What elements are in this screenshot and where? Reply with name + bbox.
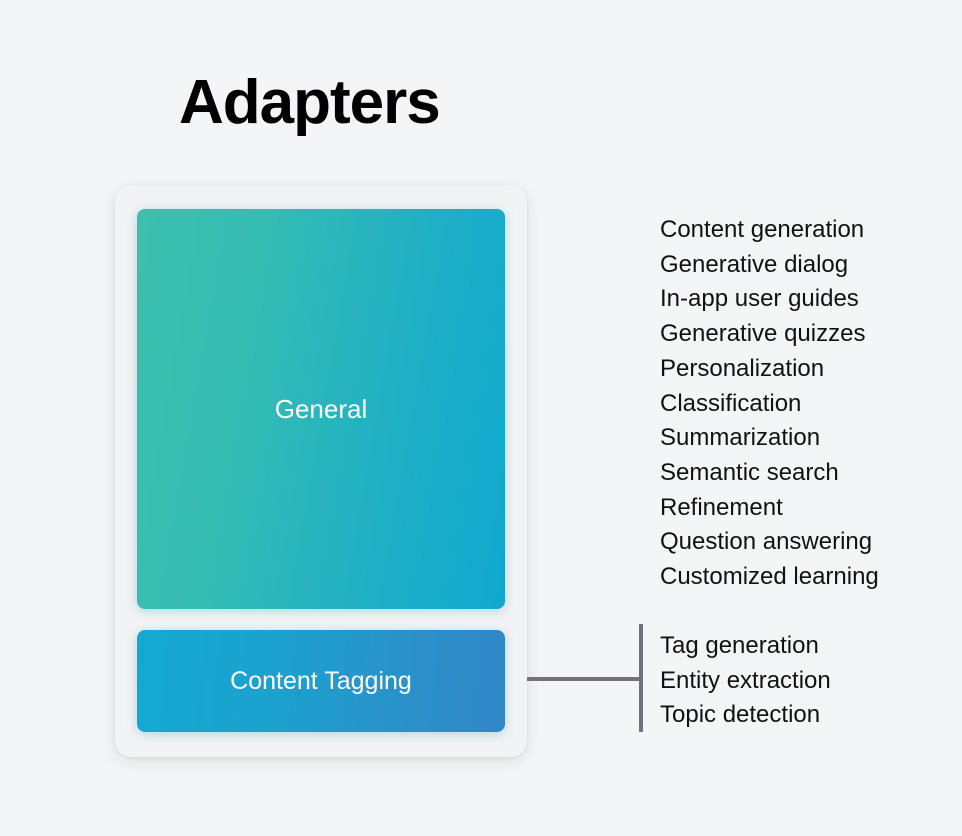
list-item: Question answering [660,528,873,556]
list-item: Customized learning [660,563,879,591]
list-item: Semantic search [660,458,839,486]
list-item: Summarization [660,424,821,452]
list-item: Classification [660,389,802,417]
capability-list-content-tagging: Tag generation Entity extraction Topic d… [660,629,831,733]
connector-line-horizontal [527,677,643,681]
list-item: Content generation [660,216,865,243]
list-item: Topic detection [660,701,821,729]
list-item: Tag generation [660,632,819,659]
adapter-box-general[interactable]: General [137,209,505,609]
page-title: Adapters [179,68,441,137]
list-item: Refinement [660,493,783,521]
list-item: Generative quizzes [660,320,866,348]
list-item: Personalization [660,354,825,382]
capability-list-general: Content generation Generative dialog In-… [660,213,879,595]
adapter-box-general-label: General [274,393,368,424]
adapter-box-content-tagging[interactable]: Content Tagging [137,630,505,732]
adapter-box-content-tagging-label: Content Tagging [230,666,412,695]
list-item: In-app user guides [660,285,859,313]
list-item: Generative dialog [660,250,849,278]
connector-bracket-vertical [639,624,643,732]
list-item: Entity extraction [660,666,831,694]
